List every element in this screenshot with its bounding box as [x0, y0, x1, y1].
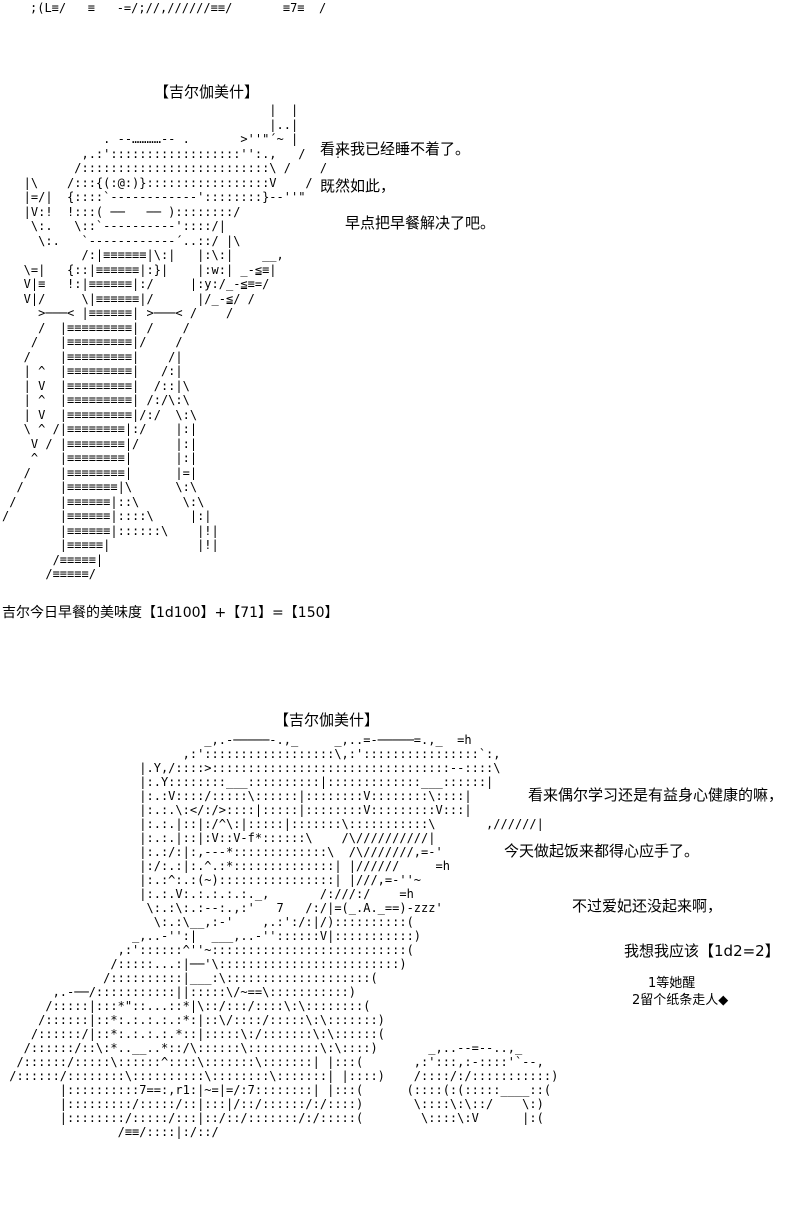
dialogue-line: 今天做起饭来都得心应手了。	[504, 842, 700, 860]
choice-option-1: 1等她醒	[648, 976, 696, 991]
dialogue-line: 不过爱妃还没起来啊，	[572, 897, 723, 915]
dialogue-line: 看来我已经睡不着了。	[320, 140, 471, 158]
dice-result: 吉尔今日早餐的美味度【1d100】+【71】=【150】	[2, 605, 339, 621]
dialogue-line: 早点把早餐解决了吧。	[345, 214, 496, 232]
choice-option-2: 2留个纸条走人◆	[632, 993, 729, 1008]
ascii-art-gilgamesh-1: | | |..| . -‐…………‐- . >''"´~ | ,.:':::::…	[2, 103, 342, 581]
dice-roll-line: 我想我应该【1d2=2】	[624, 942, 780, 960]
speaker-name: 【吉尔伽美什】	[154, 83, 260, 101]
dialogue-line: 看来偶尔学习还是有益身心健康的嘛，	[528, 786, 784, 804]
ascii-art-banner: ;(L≡/ ≡ -=/;//,//////≡≡/ ≡7≡ /	[30, 1, 327, 15]
dialogue-line: 既然如此，	[320, 177, 396, 195]
ascii-art-gilgamesh-2: _,.-─────-.,_ _,..=-─────=.,_ =h ,:'::::…	[9, 733, 559, 1139]
speaker-name: 【吉尔伽美什】	[274, 711, 380, 729]
